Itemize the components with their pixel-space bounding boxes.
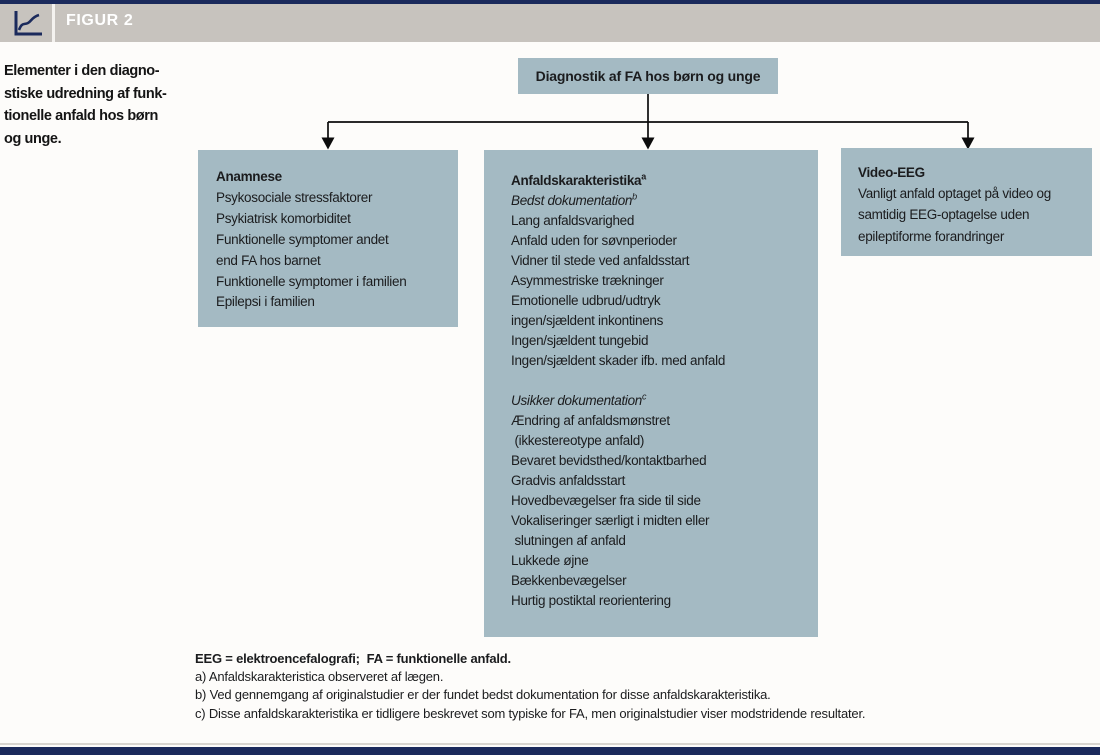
anfald-item: Bevaret bevidsthed/kontaktbarhed	[511, 453, 707, 468]
footnote-b: b) Ved gennemgang af originalstudier er …	[195, 687, 771, 703]
anfald-item: Hovedbevægelser fra side til side	[511, 493, 701, 508]
arrowhead-center	[641, 137, 655, 150]
anfald-item: (ikkestereotype anfald)	[511, 433, 645, 448]
anamnese-item: end FA hos barnet	[216, 252, 321, 268]
footnote-marker-c: c	[642, 391, 647, 402]
video-eeg-item: samtidig EEG-optagelse uden	[858, 207, 1030, 223]
footnotes: EEG = elektroencefalografi; FA = funktio…	[195, 650, 865, 723]
anfald-item: Lang anfaldsvarighed	[511, 213, 635, 228]
bottom-bar	[0, 747, 1100, 755]
anamnese-item: Psykiatrisk komorbiditet	[216, 210, 351, 226]
uncertain-documentation-section: Usikker dokumentationc Ændring af anfald…	[511, 391, 810, 611]
video-eeg-item: epileptiforme forandringer	[858, 228, 1005, 244]
root-node-label: Diagnostik af FA hos børn og unge	[535, 68, 761, 84]
anfald-item: Asymmestriske trækninger	[511, 273, 664, 288]
caption-line: og unge.	[4, 130, 62, 147]
anfald-title: Anfaldskarakteristikaa	[511, 171, 646, 188]
anamnese-title: Anamnese	[216, 169, 282, 184]
video-eeg-item: Vanligt anfald optaget på video og	[858, 186, 1051, 202]
anfald-item: Ingen/sjældent skader ifb. med anfald	[511, 353, 726, 368]
anfald-item: Ingen/sjældent tungebid	[511, 333, 649, 348]
anamnese-item: Funktionelle symptomer i familien	[216, 273, 407, 289]
anfald-item: Lukkede øjne	[511, 553, 589, 568]
video-eeg-title: Video-EEG	[858, 165, 925, 180]
caption-line: Elementer i den diagno-	[4, 63, 160, 79]
anfald-item: Anfald uden for søvnperioder	[511, 233, 677, 248]
footnote-c: c) Disse anfaldskarakteristika er tidlig…	[195, 705, 866, 721]
anfald-item: slutningen af anfald	[511, 533, 626, 548]
figure-caption: Elementer i den diagno- stiske udredning…	[4, 60, 194, 150]
caption-line: tionelle anfald hos børn	[4, 108, 158, 125]
figure-header: FIGUR 2	[0, 0, 1100, 42]
anamnese-item: Psykosociale stressfaktorer	[216, 189, 373, 205]
anfald-item: ingen/sjældent inkontinens	[511, 313, 664, 328]
caption-line: stiske udredning af funk-	[4, 85, 167, 102]
anfald-item: Ændring af anfaldsmønstret	[511, 413, 670, 428]
anamnese-item: Funktionelle symptomer andet	[216, 231, 389, 247]
footnote-marker-a: a	[641, 171, 646, 182]
header-divider	[52, 4, 55, 42]
best-documentation-section: Bedst dokumentationb Lang anfaldsvarighe…	[511, 191, 810, 371]
anfald-item: Gradvis anfaldsstart	[511, 473, 626, 488]
line-chart-icon	[14, 11, 42, 36]
video-eeg-box: Video-EEG Vanligt anfald optaget på vide…	[841, 148, 1092, 256]
abbreviations-line: EEG = elektroencefalografi; FA = funktio…	[195, 651, 511, 666]
bottom-divider	[0, 743, 1100, 745]
anfald-item: Hurtig postiktal reorientering	[511, 593, 671, 608]
section-subtitle: Bedst dokumentationb	[511, 191, 637, 208]
anfald-item: Emotionelle udbrud/udtryk	[511, 293, 661, 308]
anfaldskarakteristika-box: Anfaldskarakteristikaa Bedst dokumentati…	[484, 150, 818, 637]
anfald-item: Bækkenbevægelser	[511, 573, 627, 588]
figure-label: FIGUR 2	[66, 12, 134, 29]
section-subtitle: Usikker dokumentationc	[511, 391, 647, 408]
anfald-item: Vidner til stede ved anfaldsstart	[511, 253, 690, 268]
footnote-marker-b: b	[632, 191, 637, 202]
anamnese-box: Anamnese Psykosociale stressfaktorer Psy…	[198, 150, 458, 327]
anamnese-item: Epilepsi i familien	[216, 294, 315, 310]
anfald-item: Vokaliseringer særligt i midten eller	[511, 513, 710, 528]
arrowhead-left	[321, 137, 335, 150]
root-node: Diagnostik af FA hos børn og unge	[518, 58, 778, 94]
footnote-a: a) Anfaldskarakteristica observeret af l…	[195, 669, 444, 685]
